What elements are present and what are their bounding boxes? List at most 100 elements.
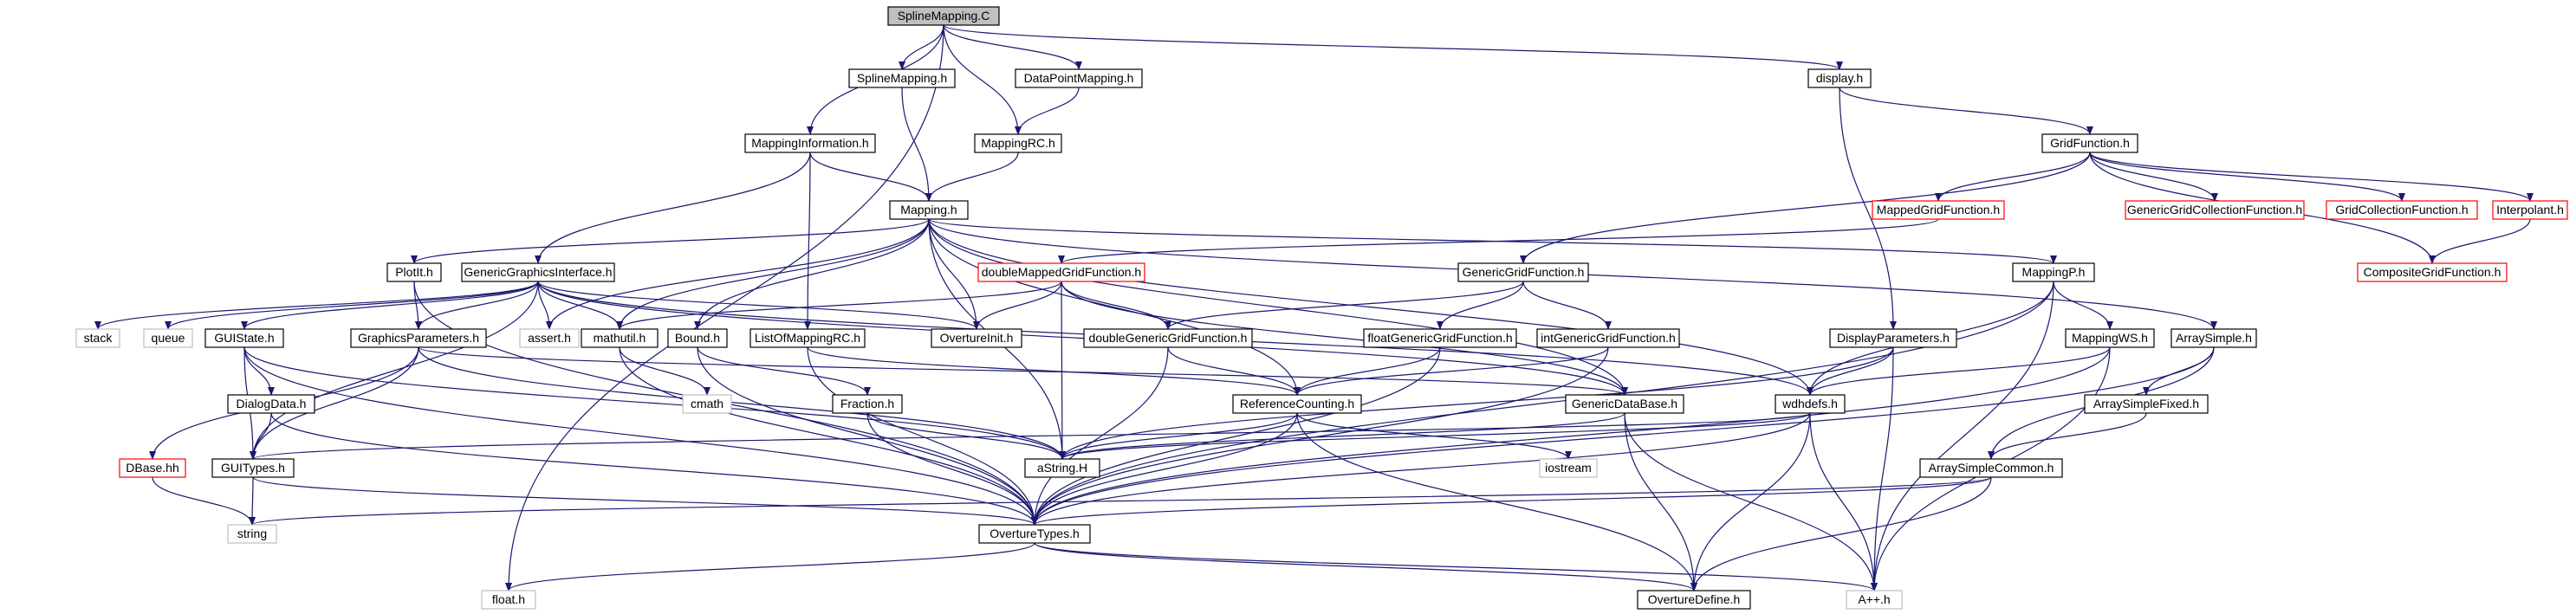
node-display_parameters_h[interactable]: DisplayParameters.h [1829,328,1957,348]
node-dialog_data_h[interactable]: DialogData.h [227,394,315,414]
node-box-fraction_h[interactable] [832,394,903,414]
node-box-display_h[interactable] [1807,68,1872,88]
node-assert_h[interactable]: assert.h [519,328,580,348]
node-box-spline_mapping_h[interactable] [848,68,956,88]
node-gui_state_h[interactable]: GUIState.h [204,328,284,348]
node-float_h[interactable]: float.h [481,590,536,610]
node-overture_define_h[interactable]: OvertureDefine.h [1637,590,1751,610]
node-box-generic_graphics_interface_h[interactable] [461,262,615,282]
node-box-double_mapped_grid_function_h[interactable] [977,262,1145,282]
node-display_h[interactable]: display.h [1807,68,1872,88]
node-box-overture_define_h[interactable] [1637,590,1751,610]
node-bound_h[interactable]: Bound.h [667,328,728,348]
node-box-iostream[interactable] [1539,458,1598,478]
node-composite_grid_function_h[interactable]: CompositeGridFunction.h [2357,262,2508,282]
node-generic_graphics_interface_h[interactable]: GenericGraphicsInterface.h [461,262,615,282]
node-box-reference_counting_h[interactable] [1232,394,1362,414]
node-reference_counting_h[interactable]: ReferenceCounting.h [1232,394,1362,414]
node-box-bound_h[interactable] [667,328,728,348]
node-array_simple_h[interactable]: ArraySimple.h [2170,328,2257,348]
node-array_simple_common_h[interactable]: ArraySimpleCommon.h [1919,458,2063,478]
node-double_generic_grid_function_h[interactable]: doubleGenericGridFunction.h [1083,328,1253,348]
node-box-dialog_data_h[interactable] [227,394,315,414]
node-wdhdefs_h[interactable]: wdhdefs.h [1775,394,1846,414]
node-box-grid_function_h[interactable] [2041,133,2138,153]
node-box-mathutil_h[interactable] [581,328,659,348]
node-data_point_mapping_h[interactable]: DataPointMapping.h [1015,68,1143,88]
node-mapping_p_h[interactable]: MappingP.h [2012,262,2095,282]
node-mathutil_h[interactable]: mathutil.h [581,328,659,348]
node-box-composite_grid_function_h[interactable] [2357,262,2508,282]
node-box-astring_h[interactable] [1024,458,1100,478]
node-box-graphics_parameters_h[interactable] [350,328,487,348]
node-spline_mapping_c[interactable]: SplineMapping.C [887,6,1000,26]
node-graphics_parameters_h[interactable]: GraphicsParameters.h [350,328,487,348]
node-interpolant_h[interactable]: Interpolant.h [2492,200,2568,220]
node-string[interactable]: string [227,524,277,544]
node-grid_function_h[interactable]: GridFunction.h [2041,133,2138,153]
node-overture_init_h[interactable]: OvertureInit.h [931,328,1022,348]
node-box-data_point_mapping_h[interactable] [1015,68,1143,88]
node-box-mapping_information_h[interactable] [744,133,876,153]
node-box-mapping_h[interactable] [889,200,969,220]
node-box-array_simple_common_h[interactable] [1919,458,2063,478]
node-box-generic_grid_collection_function_h[interactable] [2125,200,2305,220]
node-box-display_parameters_h[interactable] [1829,328,1957,348]
node-box-double_generic_grid_function_h[interactable] [1083,328,1253,348]
node-gui_types_h[interactable]: GUITypes.h [211,458,295,478]
node-box-interpolant_h[interactable] [2492,200,2568,220]
node-mapping_ws_h[interactable]: MappingWS.h [2065,328,2155,348]
node-box-float_h[interactable] [481,590,536,610]
node-box-grid_collection_function_h[interactable] [2326,200,2478,220]
node-grid_collection_function_h[interactable]: GridCollectionFunction.h [2326,200,2478,220]
node-box-spline_mapping_c[interactable] [887,6,1000,26]
node-box-list_of_mapping_rc_h[interactable] [749,328,866,348]
node-stack[interactable]: stack [75,328,120,348]
node-box-dbase_hh[interactable] [119,458,186,478]
node-mapped_grid_function_h[interactable]: MappedGridFunction.h [1872,200,2005,220]
node-box-plotit_h[interactable] [386,262,442,282]
node-box-mapped_grid_function_h[interactable] [1872,200,2005,220]
node-box-float_generic_grid_function_h[interactable] [1363,328,1517,348]
node-list_of_mapping_rc_h[interactable]: ListOfMappingRC.h [749,328,866,348]
node-astring_h[interactable]: aString.H [1024,458,1100,478]
node-overture_types_h[interactable]: OvertureTypes.h [978,524,1091,544]
node-aplusplus_h[interactable]: A++.h [1846,590,1903,610]
node-box-aplusplus_h[interactable] [1846,590,1903,610]
node-box-mapping_p_h[interactable] [2012,262,2095,282]
node-box-mapping_ws_h[interactable] [2065,328,2155,348]
node-int_generic_grid_function_h[interactable]: intGenericGridFunction.h [1536,328,1680,348]
node-iostream[interactable]: iostream [1539,458,1598,478]
node-generic_grid_collection_function_h[interactable]: GenericGridCollectionFunction.h [2125,200,2305,220]
node-box-stack[interactable] [75,328,120,348]
node-mapping_h[interactable]: Mapping.h [889,200,969,220]
node-cmath[interactable]: cmath [682,394,732,414]
node-box-int_generic_grid_function_h[interactable] [1536,328,1680,348]
node-box-gui_types_h[interactable] [211,458,295,478]
node-plotit_h[interactable]: PlotIt.h [386,262,442,282]
node-box-array_simple_fixed_h[interactable] [2084,394,2209,414]
node-box-queue[interactable] [143,328,193,348]
node-float_generic_grid_function_h[interactable]: floatGenericGridFunction.h [1363,328,1517,348]
node-box-wdhdefs_h[interactable] [1775,394,1846,414]
node-queue[interactable]: queue [143,328,193,348]
node-box-assert_h[interactable] [519,328,580,348]
node-mapping_rc_h[interactable]: MappingRC.h [974,133,1062,153]
node-double_mapped_grid_function_h[interactable]: doubleMappedGridFunction.h [977,262,1145,282]
node-box-overture_types_h[interactable] [978,524,1091,544]
node-array_simple_fixed_h[interactable]: ArraySimpleFixed.h [2084,394,2209,414]
node-spline_mapping_h[interactable]: SplineMapping.h [848,68,956,88]
node-box-generic_grid_function_h[interactable] [1457,262,1589,282]
node-generic_data_base_h[interactable]: GenericDataBase.h [1565,394,1684,414]
node-box-generic_data_base_h[interactable] [1565,394,1684,414]
node-fraction_h[interactable]: Fraction.h [832,394,903,414]
node-box-array_simple_h[interactable] [2170,328,2257,348]
node-box-string[interactable] [227,524,277,544]
node-box-gui_state_h[interactable] [204,328,284,348]
node-box-cmath[interactable] [682,394,732,414]
node-box-overture_init_h[interactable] [931,328,1022,348]
node-dbase_hh[interactable]: DBase.hh [119,458,186,478]
node-box-mapping_rc_h[interactable] [974,133,1062,153]
node-mapping_information_h[interactable]: MappingInformation.h [744,133,876,153]
node-generic_grid_function_h[interactable]: GenericGridFunction.h [1457,262,1589,282]
